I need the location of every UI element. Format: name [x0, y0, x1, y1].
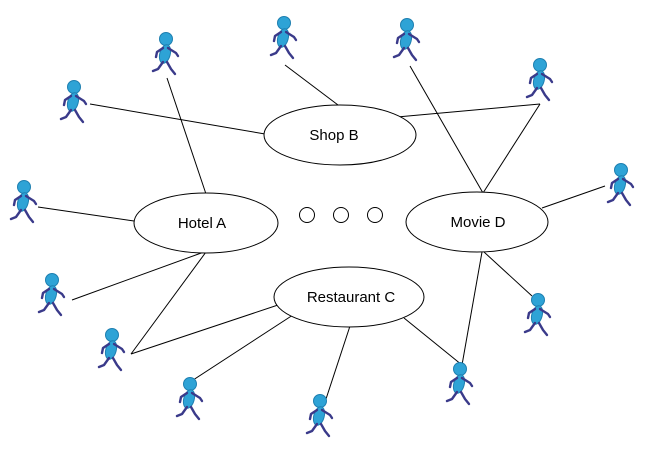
node-shop: Shop B — [263, 104, 417, 166]
walking-person-icon — [59, 79, 88, 124]
edge-restaurant-person — [403, 317, 463, 366]
walking-person-icon — [525, 57, 554, 102]
node-restaurant-label: Restaurant C — [307, 289, 396, 306]
ellipsis-dot — [299, 207, 315, 223]
edge-hotel-person — [130, 251, 207, 355]
edge-restaurant-person — [189, 312, 297, 383]
walking-person-icon — [523, 292, 552, 337]
edge-shop-person — [396, 103, 541, 118]
node-movie: Movie D — [405, 191, 549, 253]
walking-person-icon — [269, 15, 298, 60]
edge-restaurant-person — [325, 325, 351, 400]
edge-movie-person — [409, 65, 484, 194]
edge-shop-person — [89, 103, 266, 135]
walking-person-icon — [392, 17, 421, 62]
connection-lines — [37, 64, 606, 400]
walking-person-icon — [175, 376, 204, 421]
edge-hotel-person — [166, 77, 207, 195]
three-circles-icon — [299, 207, 383, 223]
ellipsis-dot — [367, 207, 383, 223]
ellipsis-dot — [333, 207, 349, 223]
node-restaurant: Restaurant C — [273, 266, 425, 328]
edge-shop-person — [284, 64, 343, 109]
node-movie-label: Movie D — [450, 214, 505, 231]
edge-movie-person — [461, 251, 483, 366]
node-hotel-label: Hotel A — [178, 215, 226, 232]
node-shop-label: Shop B — [309, 127, 358, 144]
walking-person-icon — [97, 327, 126, 372]
walking-person-icon — [151, 31, 180, 76]
node-hotel: Hotel A — [133, 192, 279, 254]
edge-movie-person — [541, 185, 606, 209]
walking-person-icon — [9, 179, 38, 224]
edge-restaurant-person — [130, 302, 285, 355]
edge-hotel-person — [71, 251, 205, 301]
edge-hotel-person — [37, 206, 135, 222]
walking-person-icon — [445, 361, 474, 406]
walking-person-icon — [305, 393, 334, 438]
walking-person-icon — [606, 162, 635, 207]
walking-person-icon — [37, 272, 66, 317]
edge-movie-person — [483, 251, 533, 297]
edge-movie-person — [482, 103, 541, 194]
